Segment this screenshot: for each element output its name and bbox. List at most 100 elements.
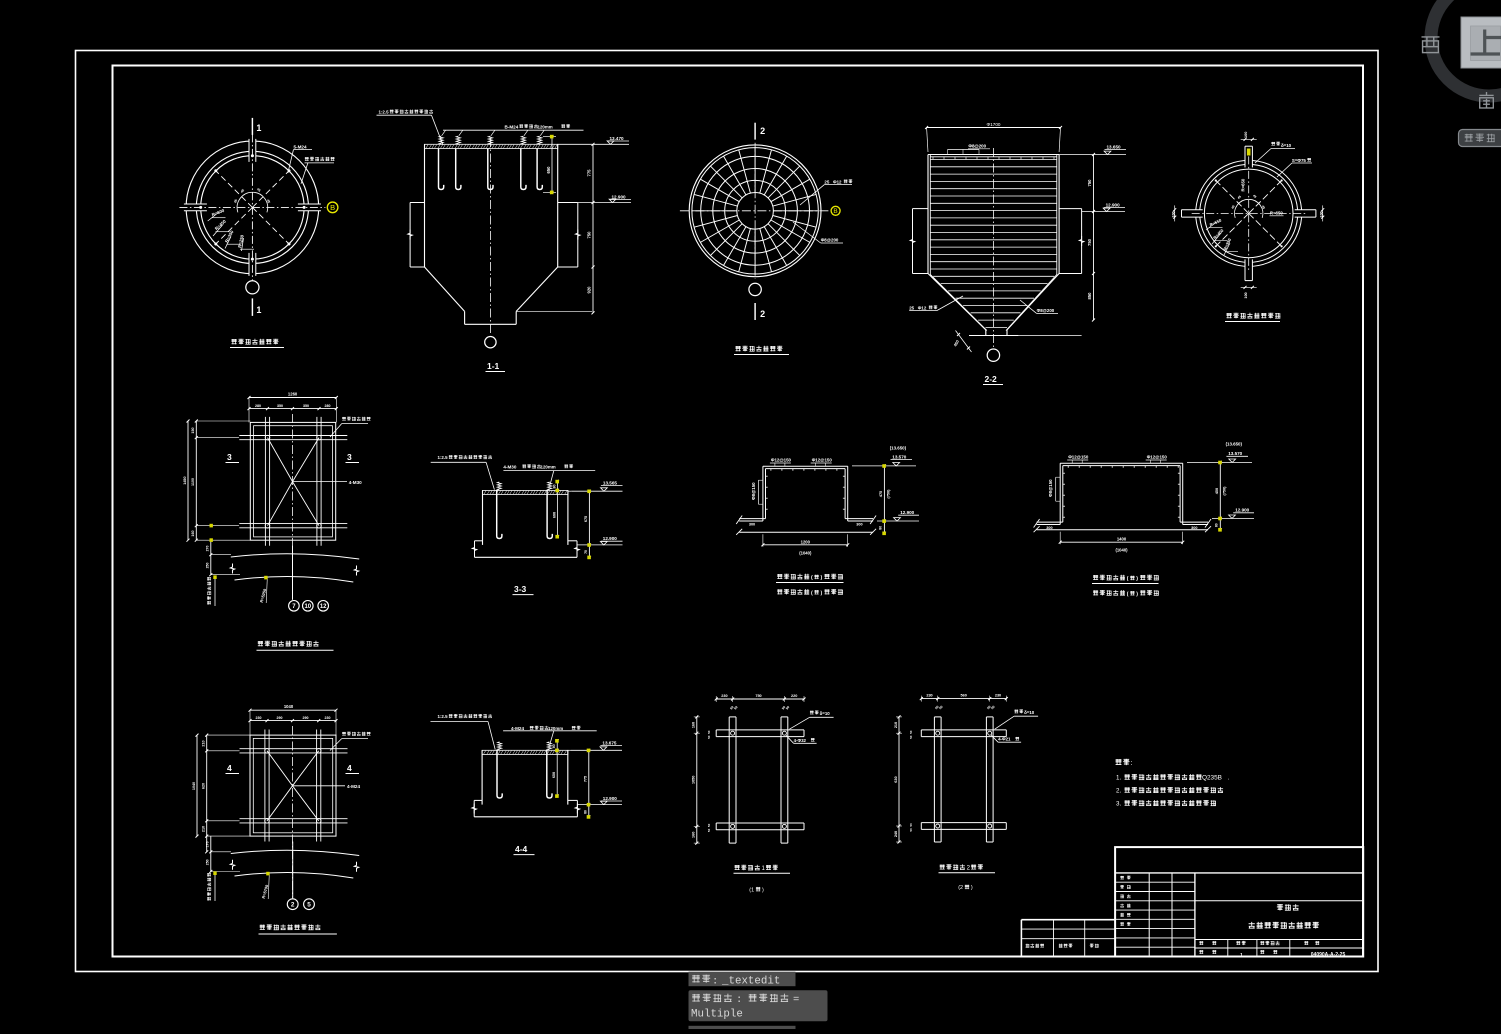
- svg-text:80: 80: [552, 744, 556, 748]
- svg-text:620: 620: [202, 783, 206, 789]
- svg-text:650: 650: [546, 166, 551, 174]
- svg-text:45: 45: [1261, 205, 1266, 210]
- svg-text:12.900: 12.900: [1106, 202, 1120, 207]
- svg-text:50: 50: [909, 828, 913, 832]
- svg-text:2-2: 2-2: [985, 374, 998, 384]
- svg-text:4: 4: [227, 763, 232, 773]
- svg-text:270: 270: [206, 546, 210, 552]
- svg-text:300: 300: [856, 523, 862, 527]
- svg-text:1:2.5: 1:2.5: [438, 714, 449, 719]
- svg-text:Multiple: Multiple: [691, 1009, 743, 1021]
- svg-text:(2: (2: [958, 885, 963, 891]
- svg-text:Φ8@200: Φ8@200: [968, 144, 986, 149]
- svg-text:250: 250: [206, 859, 210, 865]
- svg-text:450: 450: [952, 338, 960, 347]
- svg-text:280: 280: [325, 404, 331, 408]
- svg-text:210: 210: [202, 740, 206, 746]
- svg-text:B: B: [330, 203, 335, 212]
- svg-text:Φ12@150: Φ12@150: [1147, 455, 1168, 460]
- svg-text:4-M30: 4-M30: [503, 464, 516, 469]
- svg-text:(: (: [1127, 592, 1129, 598]
- svg-text:630: 630: [894, 776, 898, 782]
- svg-text:1:2.5: 1:2.5: [438, 455, 449, 460]
- svg-text:5: 5: [307, 902, 311, 909]
- svg-text:(1: (1: [749, 887, 754, 893]
- svg-text:560: 560: [961, 693, 967, 697]
- svg-text:50: 50: [990, 705, 995, 710]
- svg-text:230: 230: [926, 693, 932, 697]
- svg-text:120mm: 120mm: [548, 726, 563, 731]
- svg-text:280: 280: [255, 404, 261, 408]
- svg-text:Φ12@150: Φ12@150: [812, 458, 833, 463]
- svg-text:(: (: [811, 575, 813, 581]
- svg-text:3-3: 3-3: [514, 584, 527, 594]
- svg-text:80: 80: [1215, 523, 1219, 527]
- svg-text:S=Φ75: S=Φ75: [1292, 158, 1307, 163]
- svg-text:Φ8@200: Φ8@200: [1037, 308, 1055, 313]
- svg-text:50: 50: [707, 730, 711, 734]
- svg-text:.: .: [1228, 776, 1230, 782]
- svg-text:δ=10: δ=10: [1024, 710, 1035, 715]
- svg-text:475: 475: [879, 491, 883, 497]
- svg-text::: :: [712, 975, 718, 987]
- svg-text:04090A-A-2-25: 04090A-A-2-25: [1311, 952, 1346, 958]
- svg-text:1450: 1450: [183, 476, 187, 484]
- svg-text:160: 160: [692, 832, 696, 838]
- svg-text:120mm: 120mm: [538, 124, 553, 129]
- svg-text:2: 2: [760, 126, 765, 136]
- svg-text:1040: 1040: [192, 782, 196, 790]
- svg-text:750: 750: [1087, 179, 1092, 187]
- svg-text:Φ8@150: Φ8@150: [751, 482, 756, 500]
- svg-text:1: 1: [256, 305, 261, 315]
- svg-text:R=450: R=450: [1212, 227, 1225, 240]
- svg-text:1:2.5: 1:2.5: [379, 110, 390, 115]
- svg-text:775: 775: [583, 776, 587, 782]
- svg-text:290: 290: [303, 716, 309, 720]
- svg-text:(1040): (1040): [799, 550, 812, 555]
- svg-text:R=450: R=450: [214, 218, 227, 231]
- svg-text:170: 170: [206, 841, 210, 847]
- svg-text:45: 45: [266, 199, 271, 204]
- svg-text:(: (: [811, 591, 813, 597]
- svg-text:Q235B: Q235B: [1202, 775, 1222, 782]
- svg-text:12.900: 12.900: [612, 194, 626, 199]
- svg-text:150: 150: [191, 427, 195, 433]
- svg-text:50: 50: [707, 823, 711, 827]
- svg-text:45: 45: [240, 188, 246, 194]
- svg-text:50: 50: [909, 735, 913, 739]
- svg-text:12.900: 12.900: [1235, 508, 1249, 513]
- svg-text:850: 850: [1087, 292, 1092, 300]
- svg-text:(13.650): (13.650): [1226, 441, 1243, 446]
- svg-text:250: 250: [206, 563, 210, 569]
- svg-text:750: 750: [1087, 238, 1092, 246]
- svg-text:1100: 1100: [191, 478, 195, 486]
- svg-text:25: 25: [824, 179, 829, 184]
- svg-text:2: 2: [291, 902, 295, 909]
- svg-text:230: 230: [995, 693, 1001, 697]
- svg-text:1040: 1040: [284, 704, 294, 709]
- svg-text:R=250: R=250: [237, 234, 245, 248]
- svg-text:450: 450: [1215, 488, 1219, 494]
- svg-text:2: 2: [967, 866, 971, 872]
- svg-text:300: 300: [1191, 526, 1197, 530]
- svg-text:3: 3: [347, 452, 352, 462]
- svg-text:): ): [971, 885, 973, 891]
- svg-text:100: 100: [1320, 211, 1324, 217]
- svg-text:1: 1: [256, 123, 261, 133]
- svg-text:2: 2: [760, 309, 765, 319]
- svg-text:350: 350: [277, 404, 283, 408]
- svg-text:210: 210: [202, 826, 206, 832]
- svg-text:13.565: 13.565: [603, 480, 617, 485]
- svg-text:300: 300: [749, 523, 755, 527]
- svg-text:50: 50: [909, 730, 913, 734]
- svg-text:50: 50: [707, 828, 711, 832]
- svg-text:Φ8@150: Φ8@150: [1048, 479, 1053, 497]
- svg-text:δ=10: δ=10: [820, 711, 831, 716]
- svg-text:230: 230: [256, 716, 262, 720]
- svg-text:(750): (750): [886, 489, 890, 499]
- svg-text:4-4: 4-4: [515, 844, 528, 854]
- svg-text:10: 10: [304, 604, 311, 610]
- svg-text:Φ12: Φ12: [833, 179, 842, 184]
- svg-text:4-Φ21: 4-Φ21: [998, 737, 1011, 742]
- svg-text:50: 50: [707, 735, 711, 739]
